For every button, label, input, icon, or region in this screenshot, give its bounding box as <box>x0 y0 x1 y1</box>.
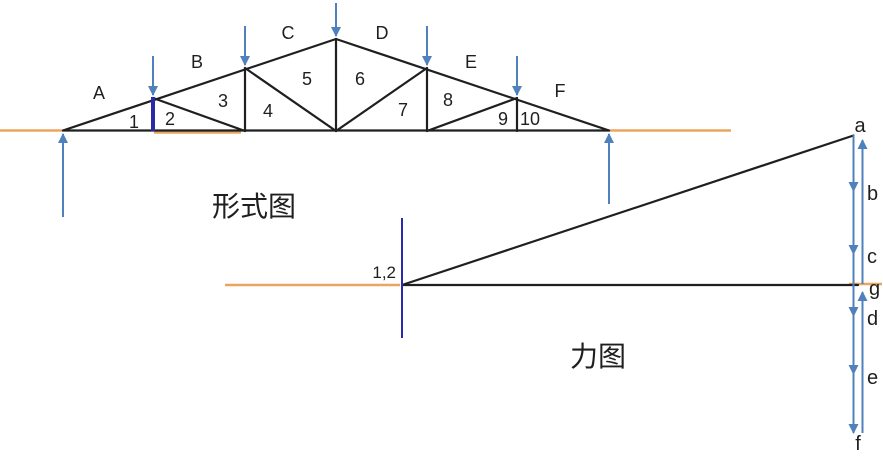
panel-number-3: 3 <box>218 91 228 111</box>
region-label-c: C <box>282 23 295 43</box>
region-label-f: F <box>555 81 566 101</box>
panel-number-7: 7 <box>398 100 408 120</box>
top-chord-force-line <box>400 134 855 287</box>
diagonal-member-2-3 <box>151 96 247 133</box>
force-point-c: c <box>867 246 877 268</box>
force-point-a: a <box>854 115 866 137</box>
force-polygon-diagram: a b c g d e f 1,2 力图 <box>225 115 882 455</box>
diagonal-member-4-5 <box>243 66 338 133</box>
force-point-e: e <box>867 367 878 389</box>
region-label-d: D <box>376 23 389 43</box>
panel-number-10: 10 <box>520 109 540 129</box>
force-point-b: b <box>867 183 878 205</box>
panel-number-4: 4 <box>263 101 273 121</box>
joint-point-label: 1,2 <box>372 263 396 282</box>
form-diagram-title: 形式图 <box>212 191 296 222</box>
diagonal-member-8-9 <box>425 96 519 133</box>
region-label-e: E <box>465 52 477 72</box>
panel-number-1: 1 <box>129 112 139 132</box>
truss-form-diagram: A B C D E F 1 2 3 4 5 6 7 8 9 10 形式图 <box>0 3 731 222</box>
region-label-a: A <box>93 83 105 103</box>
region-label-b: B <box>191 52 203 72</box>
force-point-f: f <box>855 433 861 455</box>
diagonal-member-6-7 <box>334 66 429 133</box>
panel-number-8: 8 <box>443 90 453 110</box>
force-point-d: d <box>867 308 878 330</box>
force-diagram-title: 力图 <box>570 341 626 372</box>
panel-number-6: 6 <box>355 69 365 89</box>
panel-number-2: 2 <box>165 109 175 129</box>
panel-number-5: 5 <box>302 69 312 89</box>
top-chord-right <box>334 37 611 132</box>
force-point-g: g <box>869 278 880 300</box>
top-chord-left <box>61 37 338 132</box>
panel-number-9: 9 <box>498 109 508 129</box>
